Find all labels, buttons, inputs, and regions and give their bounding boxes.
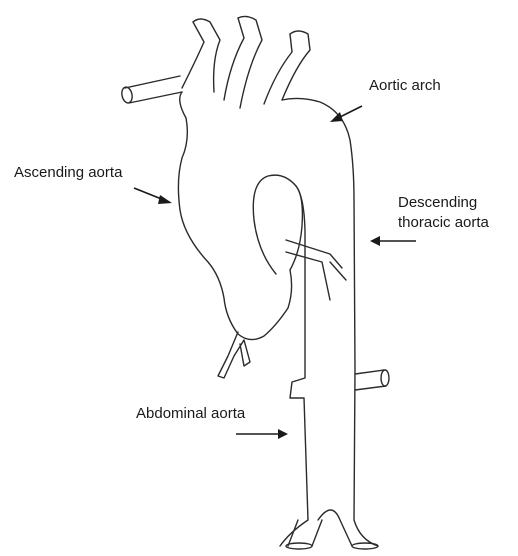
label-ascending-aorta: Ascending aorta [14,163,122,183]
label-descending-line2: thoracic aorta [398,213,489,233]
arch-branch-vessels [182,16,310,108]
aorta-outline [178,92,389,549]
label-abdominal-aorta: Abdominal aorta [136,404,245,424]
arrow-aortic-arch [338,106,362,118]
root-branches [218,240,346,378]
label-descending-line1: Descending [398,193,477,213]
label-aortic-arch: Aortic arch [369,76,441,96]
left-subclavian-stub [120,76,182,104]
